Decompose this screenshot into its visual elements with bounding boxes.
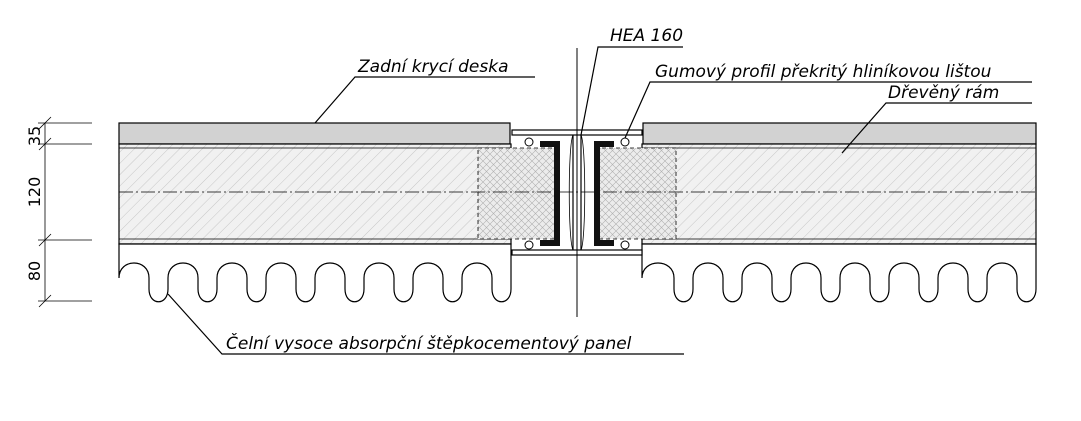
dimension-80: 80 [25,261,44,281]
rubber-profile-left [540,141,560,246]
front-panel-right [641,243,1037,303]
seal-circle-br [620,240,630,250]
wood-frame-right [594,147,677,240]
leader-front-panel [167,293,684,355]
wood-frame-left [477,147,559,240]
back-panel-right [642,122,1037,145]
back-panel-left [118,122,511,145]
core-layer-right [641,143,1037,245]
dimension-35: 35 [25,126,44,146]
label-back-panel: Zadní krycí deska [357,57,509,77]
leader-rubber-profile [624,81,1032,139]
leader-wood-frame [841,102,1032,154]
label-front-panel: Čelní vysoce absorpční štěpkocementový p… [226,332,632,354]
rubber-profile-right [594,141,614,246]
seal-circle-tr [620,137,630,147]
seal-circle-bl [524,240,534,250]
core-layer-left [118,143,512,245]
front-panel-left [118,243,512,303]
label-wood-frame: Dřevěný rám [888,83,999,103]
label-rubber-profile: Gumový profil překritý hliníkovou lištou [655,62,992,82]
dimension-120: 120 [25,177,44,208]
seal-circle-tl [524,137,534,147]
dimension-chain [38,116,92,308]
label-hea-160: HEA 160 [610,26,683,46]
leader-hea [580,46,683,136]
leader-back-panel [314,76,535,124]
